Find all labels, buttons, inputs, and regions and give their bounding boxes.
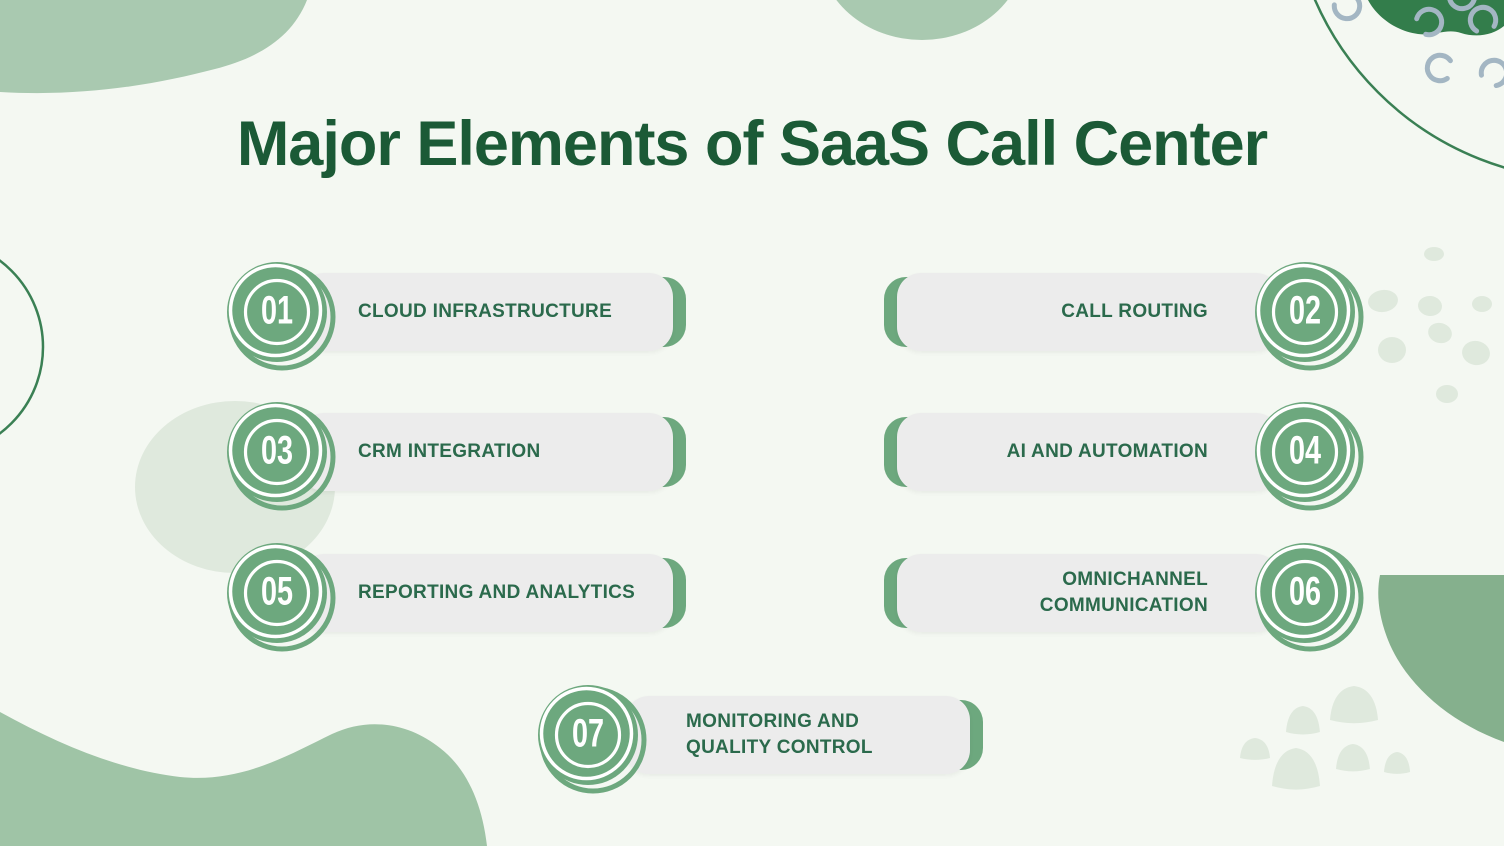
element-pill: CRM INTEGRATION <box>300 413 673 491</box>
element-label: MONITORING AND QUALITY CONTROL <box>686 711 873 758</box>
element-label: CLOUD INFRASTRUCTURE <box>358 301 613 322</box>
right-dot-pattern <box>1368 247 1492 403</box>
badge-number: 05 <box>260 569 294 614</box>
number-badge: 02 <box>1240 247 1370 377</box>
number-badge: 03 <box>212 387 342 517</box>
page-title: Major Elements of SaaS Call Center <box>236 109 1268 179</box>
number-badge: 01 <box>212 247 342 377</box>
bottom-right-bump-pattern <box>1240 686 1411 790</box>
badge-number: 07 <box>571 711 605 756</box>
element-label: CALL ROUTING <box>1061 301 1208 322</box>
element-pill: MONITORING AND QUALITY CONTROL <box>625 696 970 774</box>
badge-number: 04 <box>1288 428 1322 473</box>
element-pill: CLOUD INFRASTRUCTURE <box>300 273 673 351</box>
left-arc-line <box>0 259 45 435</box>
element-label: REPORTING AND ANALYTICS <box>358 582 636 603</box>
badge-number: 03 <box>260 428 294 473</box>
badge-number: 01 <box>260 288 294 333</box>
element-pill: AI AND AUTOMATION <box>897 413 1280 491</box>
number-badge: 07 <box>523 670 653 800</box>
element-pill: OMNICHANNEL COMMUNICATION <box>897 554 1280 632</box>
element-label: OMNICHANNEL COMMUNICATION <box>1039 569 1208 616</box>
number-badge: 06 <box>1240 528 1370 658</box>
top-center-blob <box>836 0 1008 40</box>
number-badge: 05 <box>212 528 342 658</box>
bottom-left-wave-shape <box>0 712 487 846</box>
bottom-right-corner-shape <box>1378 575 1504 742</box>
badge-number: 06 <box>1288 569 1322 614</box>
top-left-wave-shape <box>0 0 307 94</box>
badge-number: 02 <box>1288 288 1322 333</box>
element-label: CRM INTEGRATION <box>358 441 541 462</box>
element-pill: REPORTING AND ANALYTICS <box>300 554 673 632</box>
number-badge: 04 <box>1240 387 1370 517</box>
element-pill: CALL ROUTING <box>897 273 1280 351</box>
element-label: AI AND AUTOMATION <box>1006 441 1208 462</box>
